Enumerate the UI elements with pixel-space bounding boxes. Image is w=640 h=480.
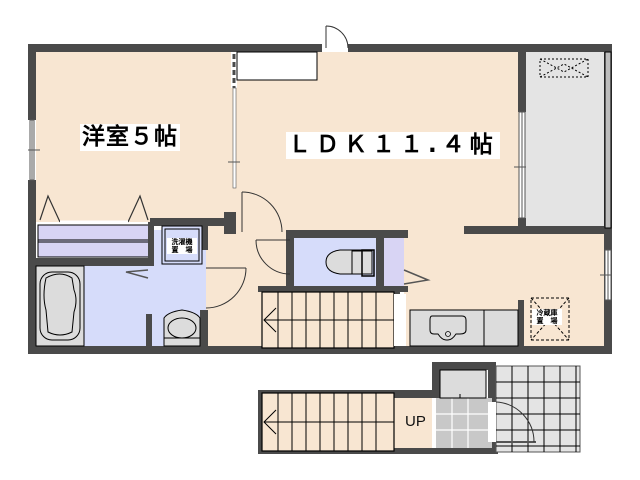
ac-outdoor-unit[interactable] bbox=[539, 58, 589, 78]
closet-folding-doors[interactable] bbox=[39, 194, 149, 224]
door-top[interactable] bbox=[325, 25, 349, 49]
door-washroom[interactable] bbox=[205, 267, 247, 309]
toilet[interactable] bbox=[325, 249, 375, 277]
sliding-door-western-ldk[interactable] bbox=[228, 52, 240, 189]
exterior-stairs[interactable] bbox=[261, 392, 395, 452]
fridge-space-label: 冷蔵庫 置 場 bbox=[532, 309, 562, 325]
ldk-storage-shelf[interactable] bbox=[236, 51, 318, 81]
ldk-label: ＬＤＫ１１.４帖 bbox=[286, 132, 500, 159]
shoe-cabinet[interactable] bbox=[439, 369, 487, 399]
door-toilet[interactable] bbox=[255, 239, 291, 275]
bathtub[interactable] bbox=[35, 265, 85, 347]
washer-space-label: 洗濯機 置 場 bbox=[167, 238, 197, 254]
kitchen-sink[interactable] bbox=[429, 315, 467, 341]
front-door[interactable] bbox=[488, 401, 536, 443]
washbasin[interactable] bbox=[163, 309, 201, 347]
balcony-rail bbox=[604, 51, 612, 229]
floor-balcony[interactable] bbox=[524, 52, 606, 228]
kitchen-counter[interactable] bbox=[409, 309, 519, 347]
western-room-label: 洋室５帖 bbox=[80, 124, 180, 151]
windows bbox=[28, 51, 612, 301]
storage[interactable] bbox=[384, 238, 404, 288]
closet[interactable] bbox=[37, 224, 151, 258]
fridge-space[interactable] bbox=[530, 297, 570, 341]
exterior-stairs-block bbox=[258, 362, 581, 454]
interior-stairs[interactable] bbox=[261, 291, 406, 349]
porch-tiles bbox=[495, 365, 581, 453]
stairs-up-label: UP bbox=[405, 413, 426, 430]
entrance-tile-floor[interactable] bbox=[436, 398, 492, 448]
door-western-hall[interactable] bbox=[241, 191, 283, 233]
storage-folding-door[interactable] bbox=[403, 269, 431, 285]
bathroom-folding-door[interactable] bbox=[125, 269, 149, 279]
